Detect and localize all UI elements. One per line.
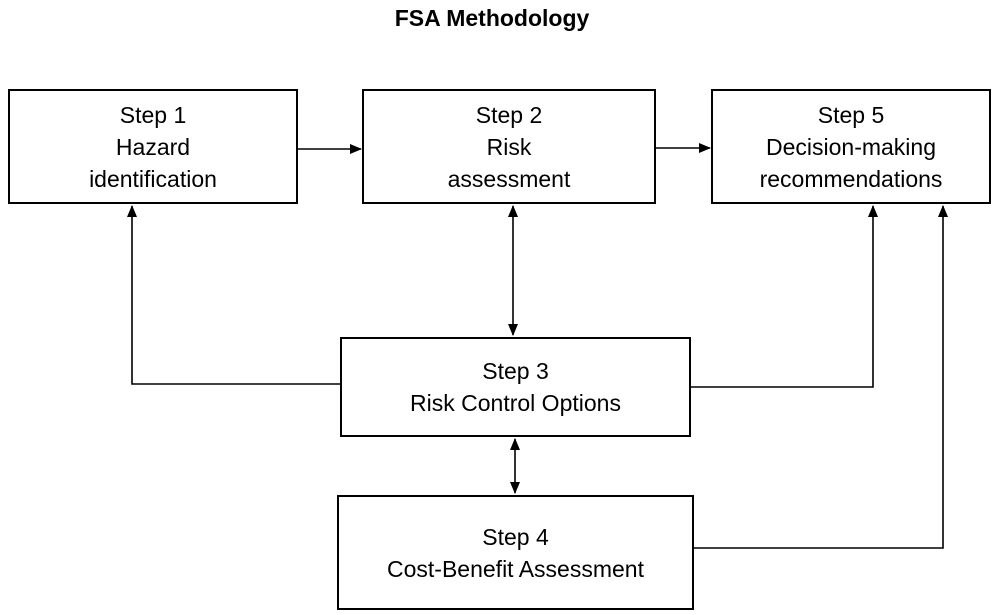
step2-line-2: assessment	[447, 165, 571, 192]
diagram-title: FSA Methodology	[394, 5, 590, 31]
step2-line-1: Risk	[486, 133, 532, 160]
step4-box: Step 4 Cost-Benefit Assessment	[337, 495, 694, 610]
step2-box: Step 2 Risk assessment	[362, 89, 656, 204]
step5-line-1: Decision-making	[765, 133, 936, 160]
step3-box: Step 3 Risk Control Options	[340, 337, 691, 437]
arrow-step4-to-step5	[694, 205, 948, 549]
step1-line-2: identification	[89, 165, 217, 192]
step2-label: Step 2	[475, 101, 543, 128]
arrow-step3-to-step5	[691, 205, 878, 388]
step5-line-2: recommendations	[759, 165, 943, 192]
step1-box: Step 1 Hazard identification	[8, 89, 298, 204]
step5-box: Step 5 Decision-making recommendations	[711, 89, 991, 204]
arrow-step3-to-step1	[127, 205, 340, 385]
step1-label: Step 1	[119, 101, 187, 128]
step3-line-1: Risk Control Options	[410, 390, 621, 416]
step1-line-1: Hazard	[115, 133, 191, 160]
step5-label: Step 5	[817, 101, 885, 128]
step4-label: Step 4	[482, 523, 549, 550]
step3-label: Step 3	[482, 358, 549, 384]
step4-line-1: Cost-Benefit Assessment	[387, 555, 644, 582]
